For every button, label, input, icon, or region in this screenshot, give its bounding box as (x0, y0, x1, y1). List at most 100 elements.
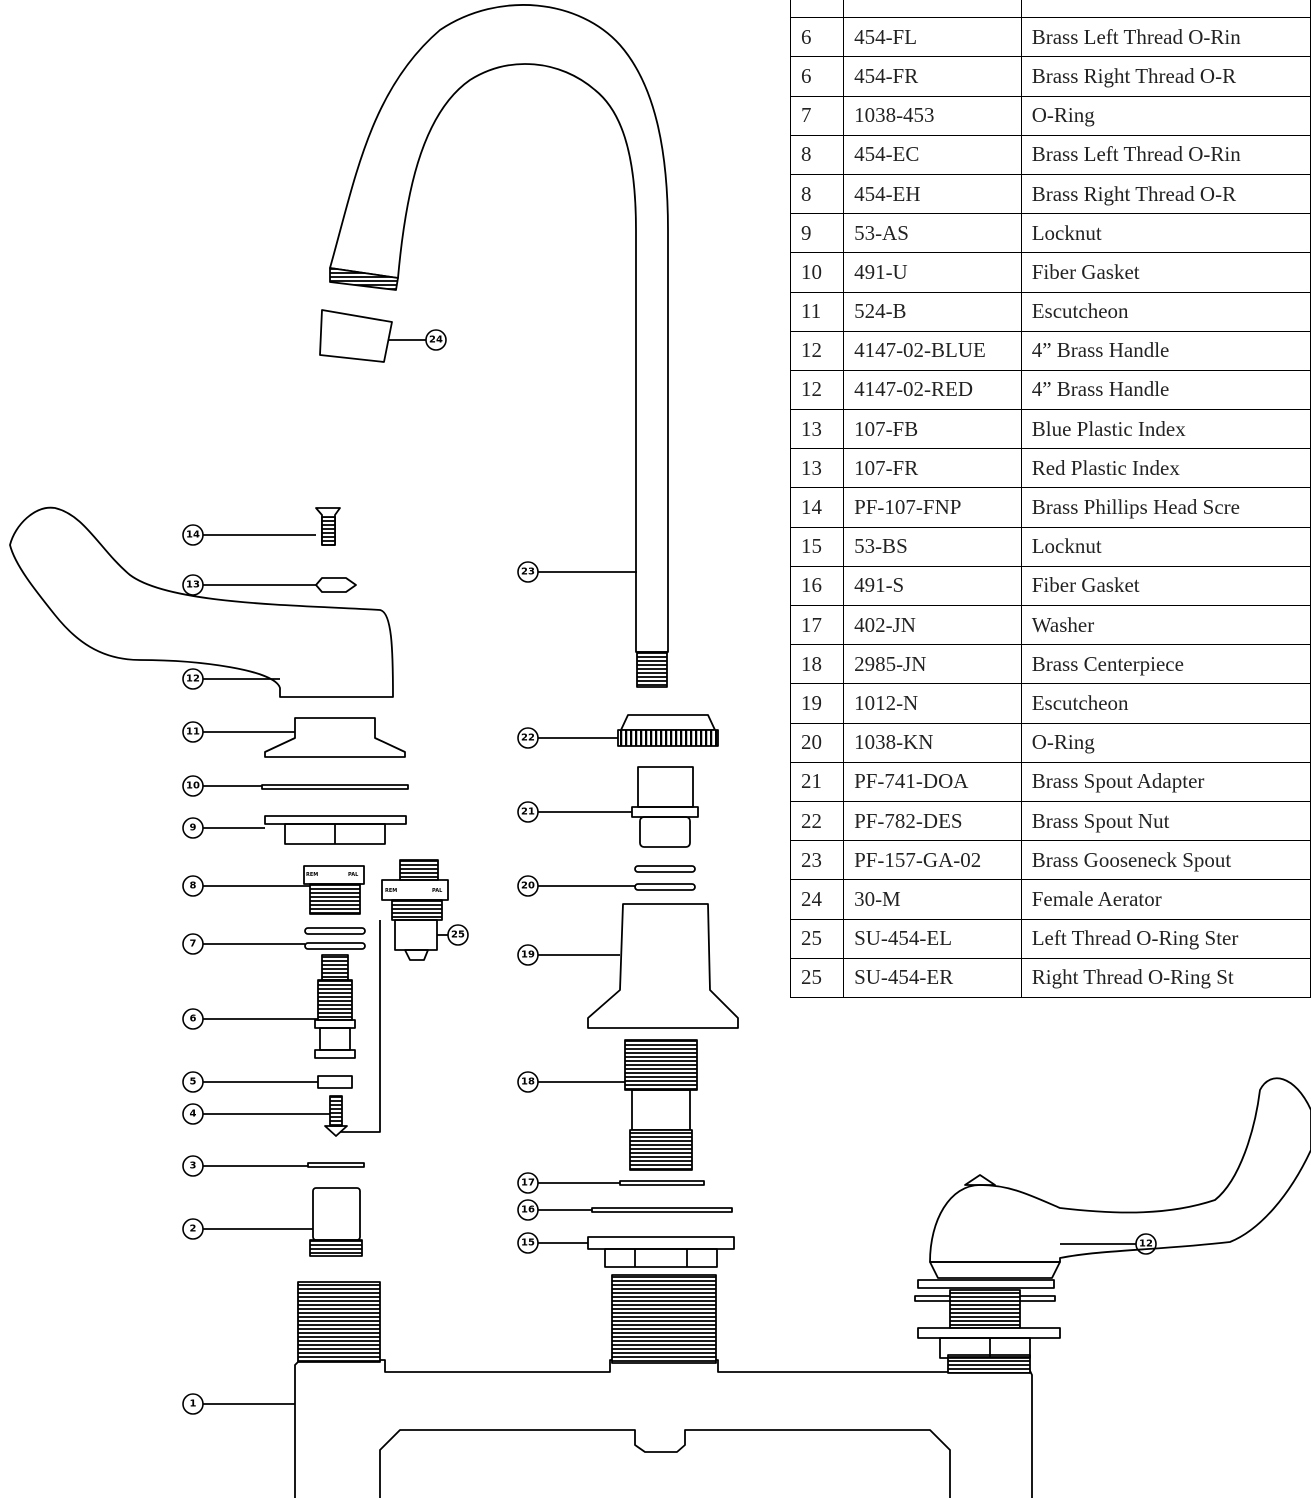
fiber-gasket-center (591, 1207, 733, 1213)
item-number: 24 (789, 879, 845, 920)
part-number: 491-U (843, 252, 1022, 293)
body-thread-center (611, 1274, 717, 1364)
item-number (789, 0, 845, 19)
part-description: Fiber Gasket (1020, 565, 1311, 607)
callout-17: 17 (521, 1178, 535, 1189)
item-number: 11 (789, 291, 845, 332)
callout-13: 13 (186, 580, 200, 591)
part-number: 53-BS (843, 526, 1022, 567)
body-thread-left (297, 1281, 381, 1363)
brass-centerpiece (624, 1039, 698, 1091)
stem-label-right-b: PAL (432, 888, 443, 894)
item-number: 16 (789, 565, 845, 607)
callout-22: 22 (521, 733, 535, 744)
callout-10: 10 (186, 781, 200, 792)
item-number: 6 (789, 56, 845, 97)
part-description: 4” Brass Handle (1020, 330, 1311, 371)
callout-20: 20 (521, 881, 535, 892)
part-number: PF-107-FNP (843, 487, 1022, 528)
callout-5: 5 (190, 1077, 197, 1088)
item-number: 7 (789, 95, 845, 136)
part-number: 454-FL (843, 17, 1022, 58)
part-number: 491-S (843, 565, 1022, 607)
part-description: Brass Centerpiece (1020, 644, 1311, 685)
callout-24: 24 (429, 335, 443, 346)
part-description: O-Ring (1020, 722, 1311, 763)
female-aerator (319, 309, 393, 363)
callout-numbers: 24 14 13 12 11 10 9 8 7 6 5 4 3 2 1 25 2… (186, 335, 1153, 1410)
item-number: 13 (789, 448, 845, 489)
callout-2: 2 (190, 1224, 197, 1235)
escutcheon-left (264, 717, 406, 758)
locknut-center (587, 1236, 735, 1250)
part-number: PF-782-DES (843, 800, 1022, 842)
part-description: Fiber Gasket (1020, 252, 1311, 293)
spout-tip-thread (329, 267, 399, 291)
part-number: 107-FB (843, 409, 1022, 450)
part-description: Red Plastic Index (1020, 448, 1311, 489)
part-description: Locknut (1020, 213, 1311, 254)
part-description: Female Aerator (1020, 879, 1311, 920)
part-number: 524-B (843, 291, 1022, 332)
flat-washer (307, 1162, 365, 1168)
spout-nut (620, 714, 716, 731)
part-description (1020, 0, 1311, 19)
callout-6: 6 (190, 1014, 197, 1025)
item-number: 20 (789, 722, 845, 763)
part-description: Brass Spout Nut (1020, 800, 1311, 842)
stem-left-upper (321, 954, 349, 981)
handle-right (929, 1077, 1311, 1263)
part-number: 30-M (843, 879, 1022, 920)
item-number: 22 (789, 800, 845, 842)
part-description: O-Ring (1020, 95, 1311, 136)
part-number: 53-AS (843, 213, 1022, 254)
part-number: PF-157-GA-02 (843, 840, 1022, 881)
stem-label-left-a: REM (306, 872, 318, 878)
callout-11: 11 (186, 727, 200, 738)
item-number: 14 (789, 487, 845, 528)
part-number (843, 0, 1022, 19)
part-number: 2985-JN (843, 644, 1022, 685)
o-ring-spout (634, 865, 696, 873)
callout-23: 23 (521, 567, 535, 578)
gooseneck-spout (329, 4, 669, 653)
part-number: 107-FR (843, 448, 1022, 489)
part-number: 1038-453 (843, 95, 1022, 136)
part-description: Escutcheon (1020, 683, 1311, 724)
stem-label-left-b: PAL (348, 872, 359, 878)
part-description: Brass Left Thread O-Rin (1020, 134, 1311, 175)
inlet-adapter (312, 1187, 361, 1241)
stem-screw (329, 1095, 343, 1127)
escutcheon-center (587, 903, 739, 1029)
item-number: 13 (789, 409, 845, 450)
part-number: 1038-KN (843, 722, 1022, 763)
part-description: 4” Brass Handle (1020, 369, 1311, 411)
part-description: Brass Spout Adapter (1020, 761, 1311, 802)
part-number: 1012-N (843, 683, 1022, 724)
part-number: 454-FR (843, 56, 1022, 97)
item-number: 19 (789, 683, 845, 724)
callout-25: 25 (451, 930, 465, 941)
item-number: 9 (789, 213, 845, 254)
part-description: Brass Left Thread O-Rin (1020, 17, 1311, 58)
callout-3: 3 (190, 1161, 197, 1172)
callout-12-right: 12 (1139, 1239, 1153, 1250)
stem-labels: REM PAL REM PAL (306, 872, 443, 894)
